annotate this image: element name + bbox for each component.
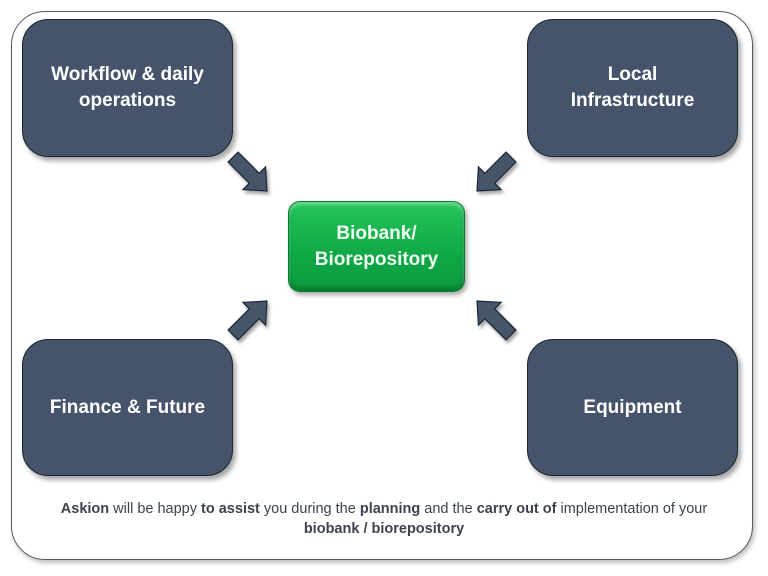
arrow-bottom-right-icon [465, 289, 523, 347]
footer-text: implementation of your [556, 501, 708, 517]
node-label: Finance & Future [49, 396, 206, 418]
footer-bold: to assist [201, 501, 260, 517]
center-label-line1: Biobank/ [336, 222, 417, 244]
footer-brand: Askion [60, 501, 110, 517]
node-label-line2: operations [78, 90, 177, 111]
footer-bold: biobank / biorepository [303, 521, 465, 537]
footer-text: and the [420, 501, 477, 517]
node-label-line1: Workflow & daily [51, 64, 204, 85]
node-label-line2: Infrastructure [570, 90, 695, 111]
arrow-top-right-icon [465, 145, 523, 203]
node-label-line1: Local [607, 64, 658, 85]
node-label: Equipment [583, 396, 682, 418]
node-workflow-daily-operations: Workflow & daily operations [22, 19, 233, 157]
footer-bold: carry out of [476, 501, 557, 517]
node-equipment: Equipment [527, 339, 738, 476]
node-local-infrastructure: Local Infrastructure [527, 19, 738, 157]
center-label-line2: Biorepository [314, 248, 439, 270]
center-node-biobank: Biobank/ Biorepository [288, 201, 465, 292]
node-finance-future: Finance & Future [22, 339, 233, 476]
footer-bold: planning [359, 501, 421, 517]
arrow-top-left-icon [221, 145, 279, 203]
arrow-bottom-left-icon [221, 289, 279, 347]
footer-caption: Askion will be happy to assist you durin… [20, 499, 748, 539]
footer-text: you during the [259, 501, 360, 517]
footer-text: will be happy [109, 501, 202, 517]
